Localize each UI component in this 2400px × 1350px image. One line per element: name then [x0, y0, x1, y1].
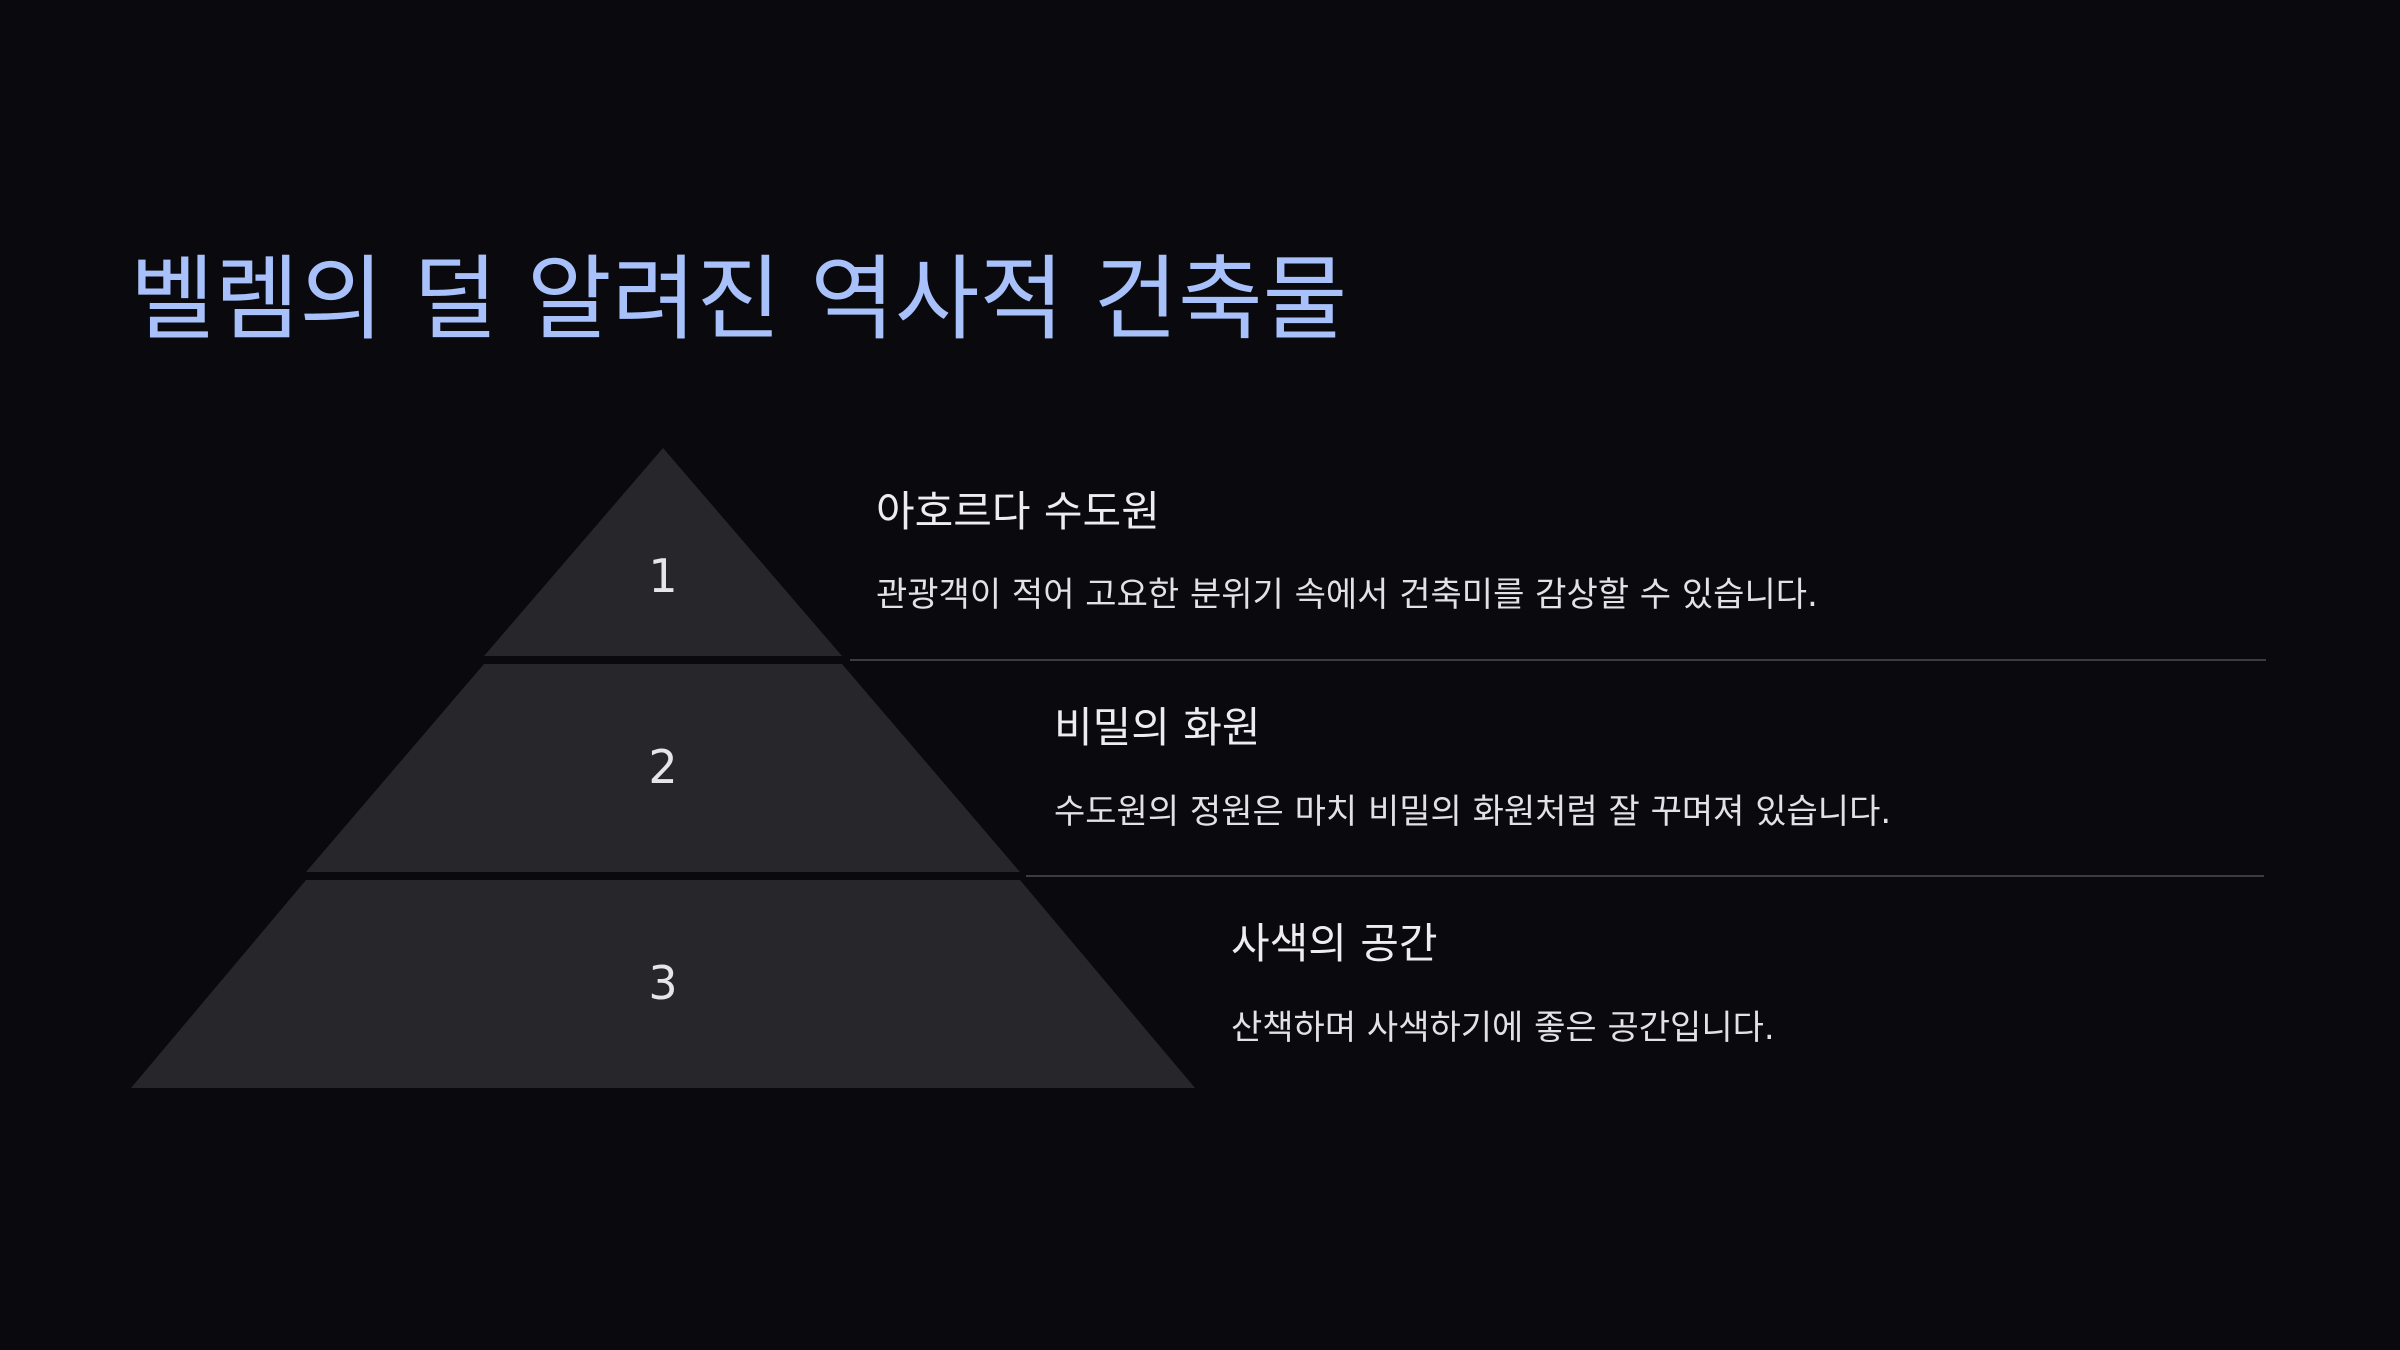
- tier-2-divider: [1026, 875, 2264, 877]
- tier-number-2: 2: [648, 740, 677, 794]
- pyramid-tier-1: [484, 448, 842, 656]
- tier-1-description: 관광객이 적어 고요한 분위기 속에서 건축미를 감상할 수 있습니다.: [876, 575, 1818, 615]
- slide-title: 벨렘의 덜 알려진 역사적 건축물: [130, 246, 1348, 353]
- tier-3-description: 산책하며 사색하기에 좋은 공간입니다.: [1231, 1008, 1775, 1048]
- pyramid-tier-2: [306, 664, 1020, 872]
- tier-1-title: 아호르다 수도원: [876, 487, 1160, 536]
- tier-1-divider: [850, 659, 2266, 661]
- pyramid-tier-3: [131, 880, 1195, 1088]
- tier-2-title: 비밀의 화원: [1054, 703, 1261, 752]
- tier-number-3: 3: [648, 956, 677, 1010]
- tier-number-1: 1: [648, 549, 677, 603]
- tier-2-description: 수도원의 정원은 마치 비밀의 화원처럼 잘 꾸며져 있습니다.: [1054, 792, 1892, 832]
- tier-3-title: 사색의 공간: [1231, 919, 1438, 968]
